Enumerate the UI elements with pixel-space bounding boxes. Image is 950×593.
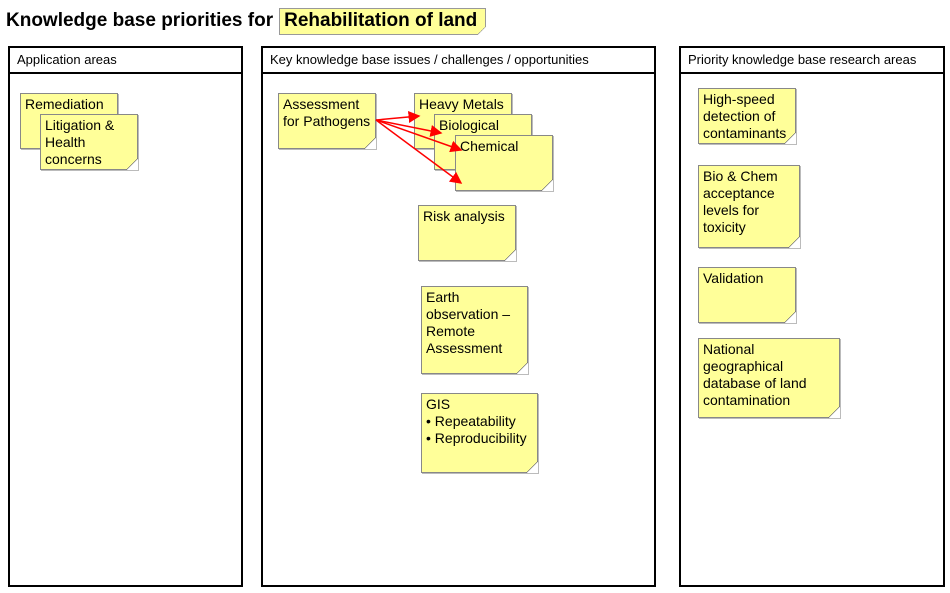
note-risk-analysis[interactable]: Risk analysis (418, 205, 516, 261)
note-high-speed-detection[interactable]: High-speed detection of contaminants (698, 88, 796, 144)
note-earth-observation[interactable]: Earth observation – Remote Assessment (421, 286, 528, 374)
note-national-database[interactable]: National geographical database of land c… (698, 338, 840, 418)
note-gis[interactable]: GIS • Repeatability • Reproducibility (421, 393, 538, 473)
note-chemical[interactable]: Chemical (455, 135, 553, 191)
panel-header-research-areas: Priority knowledge base research areas (681, 48, 943, 74)
panel-header-application-areas: Application areas (10, 48, 241, 74)
note-litigation-health[interactable]: Litigation & Health concerns (40, 114, 138, 170)
title-prefix: Knowledge base priorities for (6, 10, 274, 31)
panel-header-key-issues: Key knowledge base issues / challenges /… (263, 48, 654, 74)
title-highlight-note: Rehabilitation of land (279, 7, 487, 35)
page-title: Knowledge base priorities for Rehabilita… (6, 6, 487, 36)
note-bio-chem-acceptance[interactable]: Bio & Chem acceptance levels for toxicit… (698, 165, 800, 248)
note-validation[interactable]: Validation (698, 267, 796, 323)
note-assessment-pathogens[interactable]: Assessment for Pathogens (278, 93, 376, 149)
